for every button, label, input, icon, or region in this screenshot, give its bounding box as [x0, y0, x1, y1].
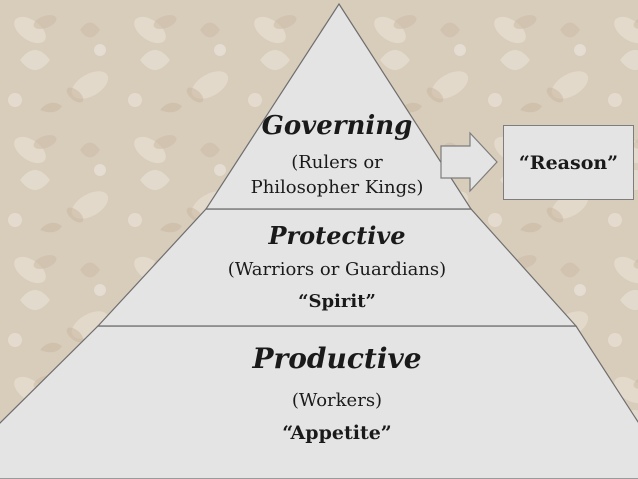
governing-title: Governing — [261, 111, 413, 141]
productive-quote: “Appetite” — [282, 422, 392, 444]
governing-subtitle-line1: (Rulers or — [291, 152, 383, 173]
protective-quote: “Spirit” — [298, 291, 376, 312]
governing-tier — [204, 2, 473, 210]
arrow-icon — [440, 131, 498, 193]
productive-subtitle: (Workers) — [291, 390, 383, 411]
productive-title: Productive — [252, 342, 422, 375]
reason-callout-box: “Reason” — [503, 125, 634, 200]
protective-title: Protective — [268, 221, 406, 250]
protective-subtitle: (Warriors or Guardians) — [227, 259, 447, 280]
governing-subtitle-line2: Philosopher Kings) — [250, 177, 424, 198]
governing-subtitle: (Rulers or Philosopher Kings) — [217, 150, 457, 200]
reason-label: “Reason” — [518, 151, 619, 174]
